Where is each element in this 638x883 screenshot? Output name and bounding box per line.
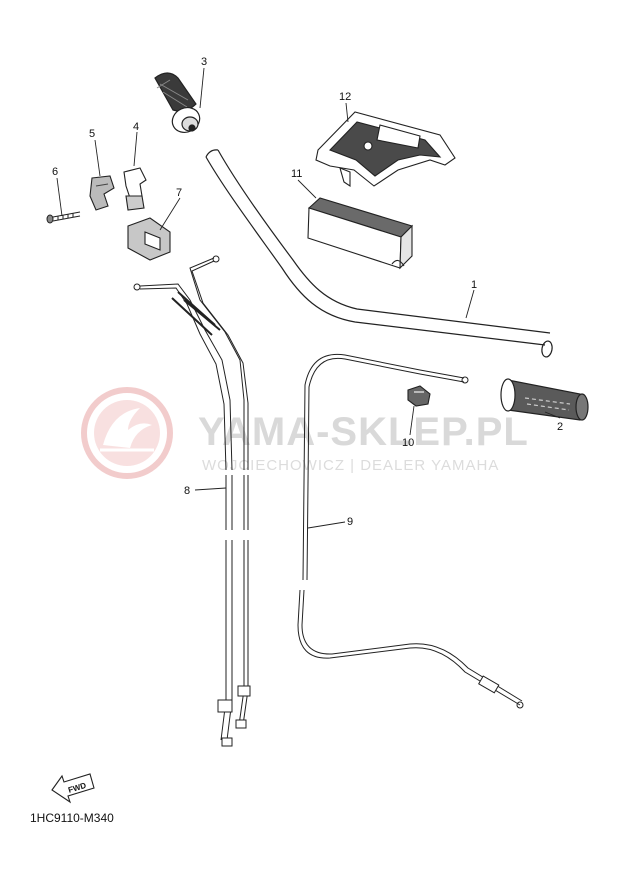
lever-holder-part-4 xyxy=(123,167,147,211)
throttle-cables-part-8 xyxy=(133,255,251,747)
callout-9: 9 xyxy=(347,516,353,528)
grip-part-2 xyxy=(500,378,589,421)
watermark-subtitle: WOJCIECHOWICZ | DEALER YAMAHA xyxy=(202,457,499,474)
clutch-cable-part-9 xyxy=(297,353,524,709)
callout-11: 11 xyxy=(291,168,302,180)
callout-10: 10 xyxy=(402,437,414,449)
adjuster-part-10 xyxy=(407,385,431,407)
watermark-title: YAMA-SKLEP.PL xyxy=(198,410,529,454)
fwd-arrow: FWD xyxy=(51,773,95,804)
screw-part-6 xyxy=(46,211,81,224)
handlebar-pad-part-12 xyxy=(315,111,456,188)
callout-4: 4 xyxy=(133,121,139,133)
callout-6: 6 xyxy=(52,166,58,178)
callout-2: 2 xyxy=(557,421,563,433)
switch-housing-part-7 xyxy=(127,217,171,261)
throttle-grip-part-3 xyxy=(154,72,201,133)
handlebar-part-1 xyxy=(205,149,553,358)
callout-12: 12 xyxy=(339,91,351,103)
watermark: YAMA-SKLEP.PL WOJCIECHOWICZ | DEALER YAM… xyxy=(81,387,529,479)
callout-3: 3 xyxy=(201,56,207,68)
callouts: 3 12 11 4 5 6 7 1 2 10 8 9 xyxy=(52,56,563,528)
diagram-code: 1HC9110-M340 xyxy=(30,811,114,825)
callout-7: 7 xyxy=(176,187,182,199)
callout-1: 1 xyxy=(471,279,477,291)
callout-8: 8 xyxy=(184,485,190,497)
callout-5: 5 xyxy=(89,128,95,140)
leader-lines xyxy=(56,67,561,529)
yamaha-logo-watermark xyxy=(81,387,173,479)
lever-holder-part-5 xyxy=(89,175,115,211)
crossbar-pad-part-11 xyxy=(307,197,414,270)
